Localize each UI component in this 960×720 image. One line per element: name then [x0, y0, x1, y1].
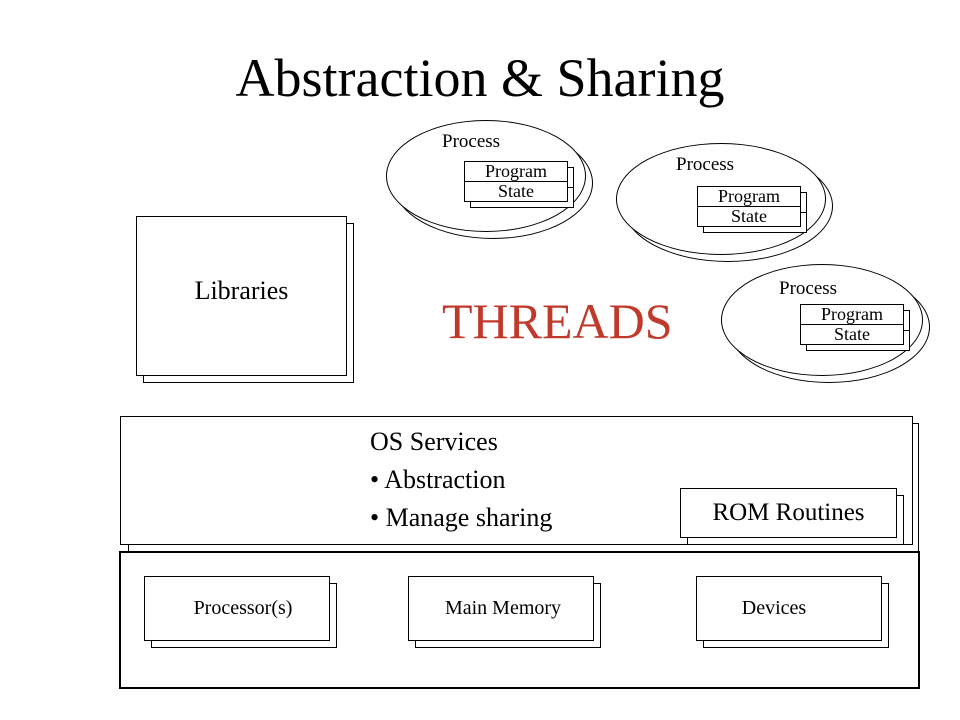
process-2-program-state: Program State — [697, 186, 801, 227]
processor-box: Processor(s) — [144, 576, 330, 641]
os-services-bullet-manage-sharing: • Manage sharing — [370, 503, 553, 532]
process-3-program: Program — [821, 304, 883, 324]
main-memory-box: Main Memory — [408, 576, 594, 641]
process-3-program-state: Program State — [800, 304, 904, 345]
process-2-state: State — [698, 206, 800, 226]
process-2-label: Process — [676, 154, 735, 175]
os-services-bullet-abstraction: • Abstraction — [370, 465, 506, 494]
process-1-label: Process — [442, 131, 501, 152]
hardware-frame — [119, 551, 920, 689]
main-memory-label: Main Memory — [444, 597, 562, 619]
rom-routines-box: ROM Routines — [680, 488, 897, 538]
process-1-program-state: Program State — [464, 161, 568, 202]
process-1-state: State — [465, 181, 567, 201]
rom-routines-label: ROM Routines — [712, 499, 865, 526]
devices-box: Devices — [696, 576, 882, 641]
threads-label: THREADS — [442, 293, 673, 349]
os-services-heading: OS Services — [370, 427, 498, 456]
libraries-label: Libraries — [194, 276, 289, 305]
os-services-text: OS Services • Abstraction • Manage shari… — [370, 423, 552, 537]
slide-title: Abstraction & Sharing — [235, 48, 725, 108]
devices-label: Devices — [741, 597, 807, 619]
processor-label: Processor(s) — [193, 597, 293, 619]
process-1-program: Program — [485, 161, 547, 181]
process-3-label: Process — [779, 278, 838, 299]
process-3-state: State — [801, 324, 903, 344]
process-2-program: Program — [718, 186, 780, 206]
libraries-box: Libraries — [136, 216, 347, 376]
